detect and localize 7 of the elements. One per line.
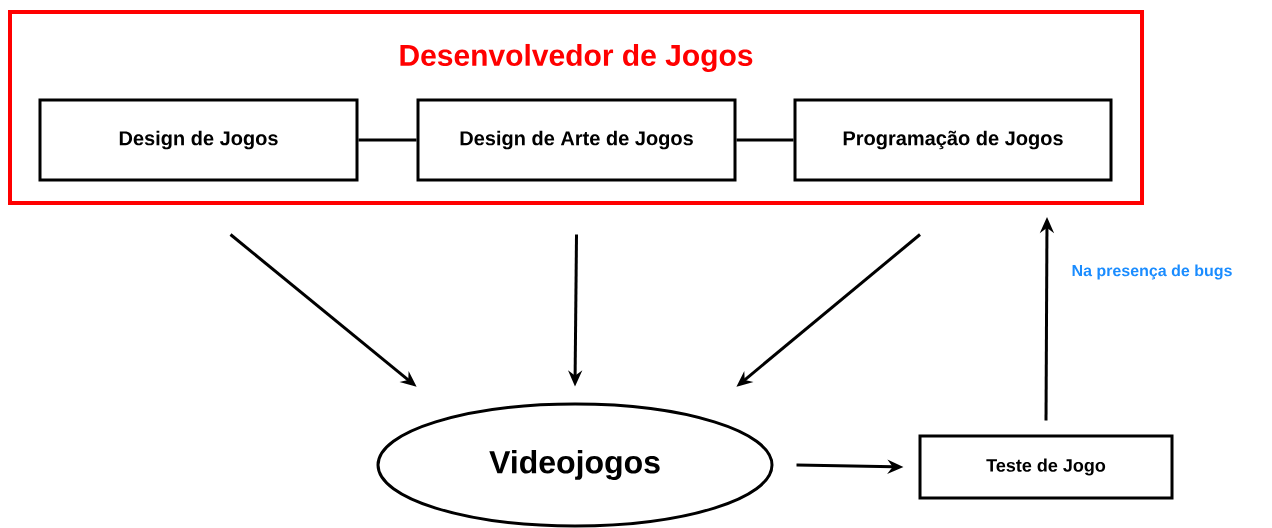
edge-label: Na presença de bugs (1070, 263, 1234, 281)
process-box: Programação de Jogos (793, 98, 1113, 182)
connector-line (736, 138, 794, 142)
process-box: Teste de Jogo (918, 434, 1174, 500)
process-box: Design de Arte de Jogos (416, 98, 737, 182)
process-box: Design de Jogos (38, 98, 359, 182)
connector-line (358, 138, 417, 142)
